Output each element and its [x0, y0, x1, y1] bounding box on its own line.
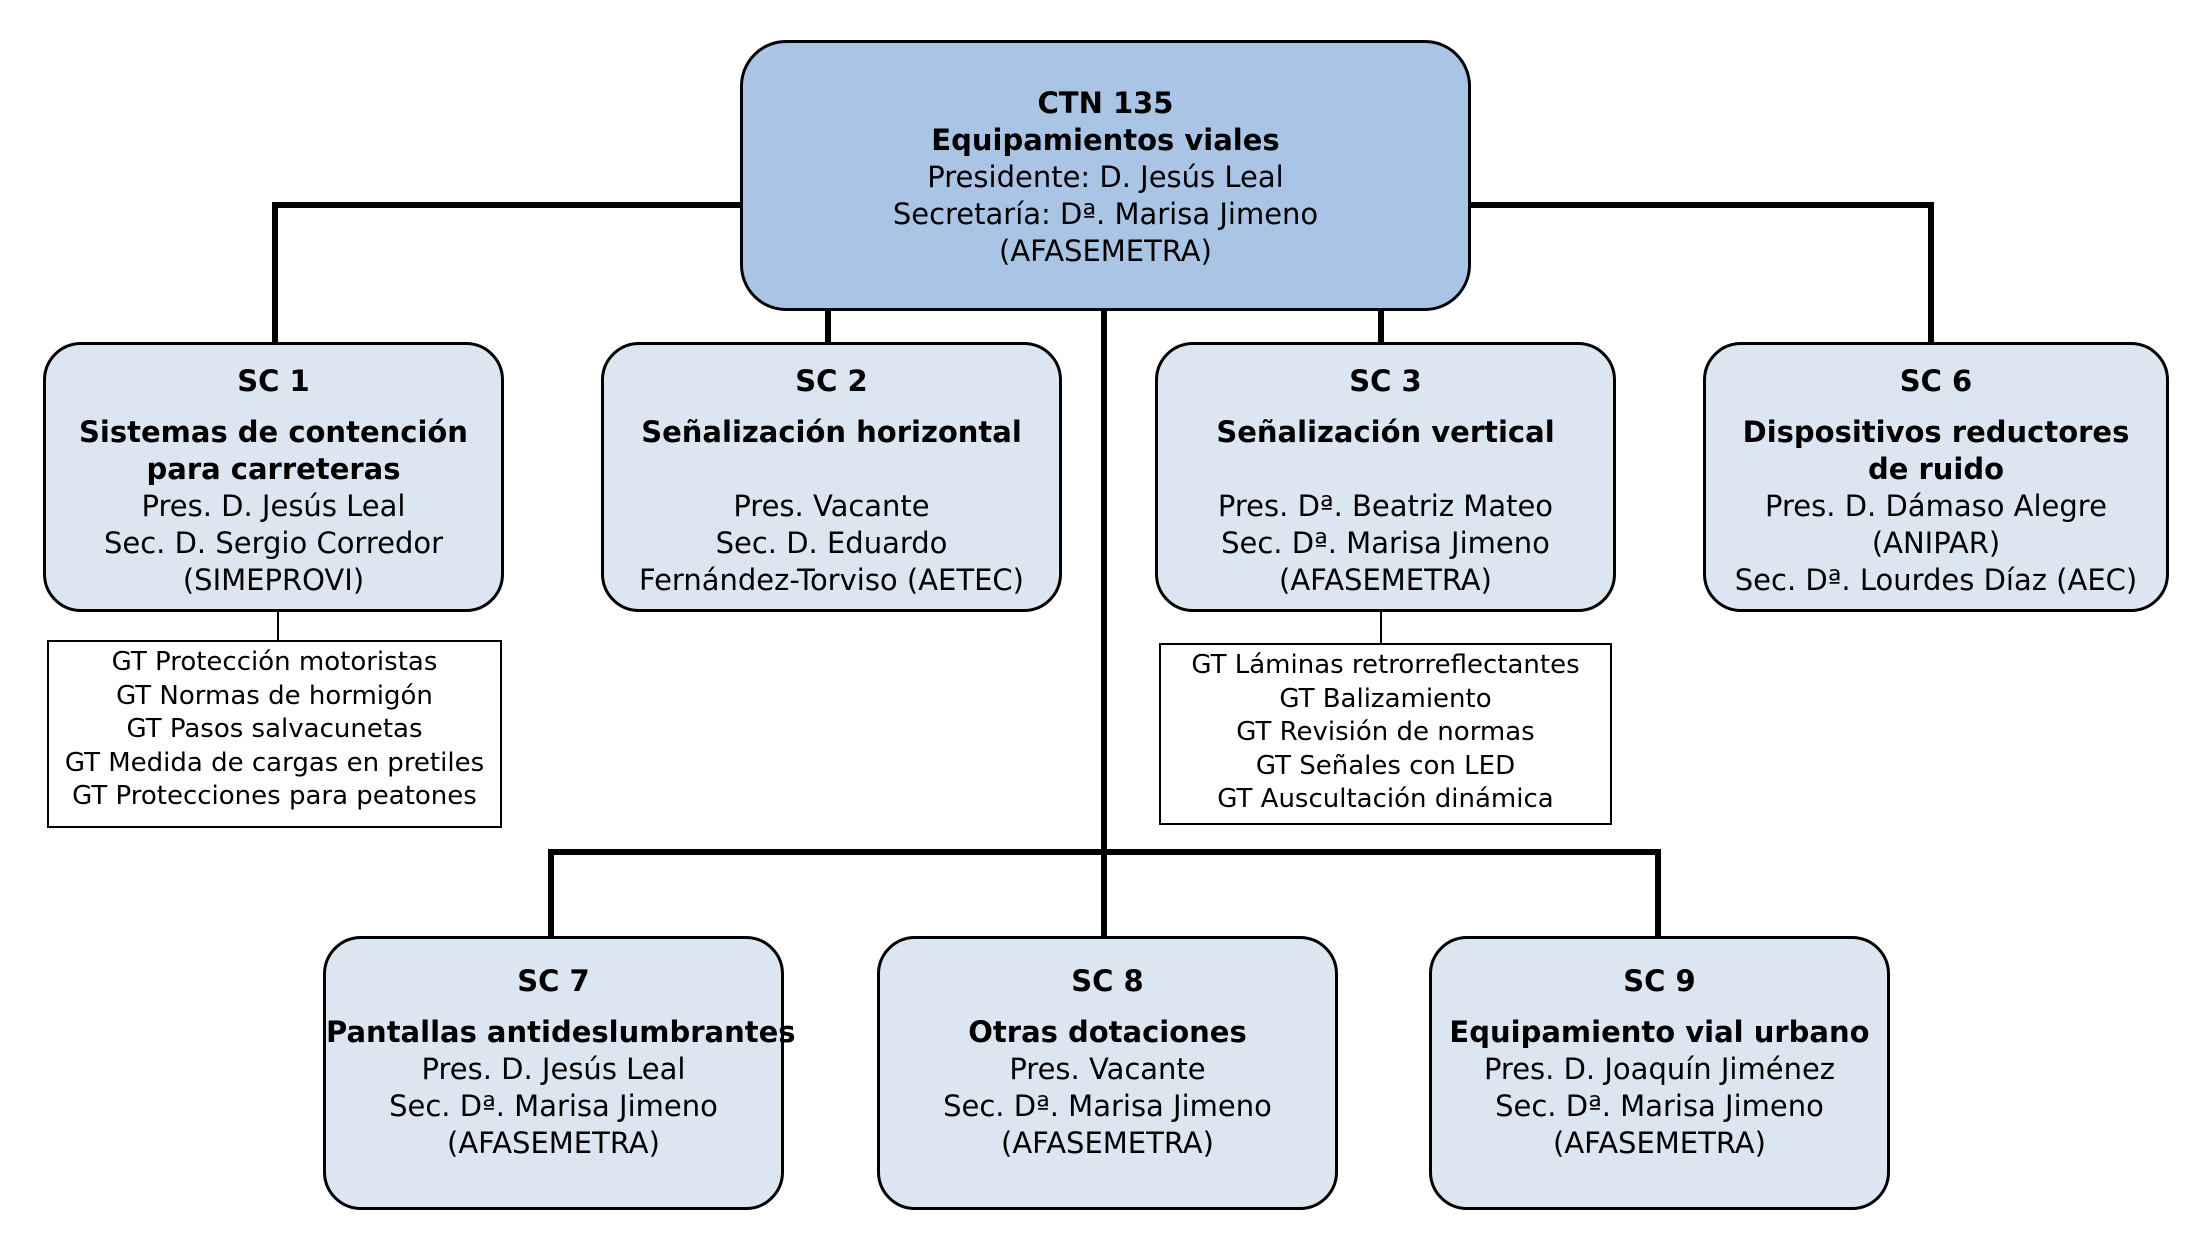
sc1-working-groups: GT Protección motoristas GT Normas de ho…	[47, 640, 502, 828]
sc3-name: Señalización vertical	[1216, 415, 1555, 449]
sc2-name-spacer	[604, 451, 1059, 488]
sc6-box: SC 6 Dispositivos reductores de ruido Pr…	[1703, 342, 2169, 612]
sc6-secretary: Sec. Dª. Lourdes Díaz (AEC)	[1734, 563, 2138, 597]
sc2-name: Señalización horizontal	[641, 415, 1022, 449]
sc9-code: SC 9	[1623, 964, 1696, 998]
root-secretary: Secretaría: Dª. Marisa Jimeno	[892, 197, 1319, 231]
sc6-org: (ANIPAR)	[1871, 526, 2001, 560]
sc8-box: SC 8 Otras dotaciones Pres. Vacante Sec.…	[877, 936, 1338, 1210]
sc1-org: (SIMEPROVI)	[182, 563, 365, 597]
connector-root-sc1	[272, 202, 748, 345]
sc3-secretary: Sec. Dª. Marisa Jimeno	[1221, 526, 1550, 560]
sc9-box: SC 9 Equipamiento vial urbano Pres. D. J…	[1429, 936, 1890, 1210]
sc3-gt-item: GT Balizamiento	[1279, 683, 1492, 714]
sc3-gt-item: GT Auscultación dinámica	[1217, 784, 1554, 814]
root-president: Presidente: D. Jesús Leal	[927, 160, 1284, 194]
sc8-org: (AFASEMETRA)	[1001, 1126, 1214, 1160]
root-org: (AFASEMETRA)	[999, 234, 1212, 268]
sc6-president: Pres. D. Dámaso Alegre	[1765, 489, 2107, 523]
sc3-box: SC 3 Señalización vertical Pres. Dª. Bea…	[1155, 342, 1616, 612]
sc1-gt-item: GT Pasos salvacunetas	[126, 714, 423, 744]
root-code: CTN 135	[1037, 86, 1174, 120]
sc1-name-line2: para carreteras	[146, 452, 401, 486]
sc1-secretary: Sec. D. Sergio Corredor	[103, 526, 444, 560]
sc3-working-groups: GT Láminas retrorreflectantes GT Balizam…	[1159, 643, 1612, 825]
sc1-president: Pres. D. Jesús Leal	[141, 489, 406, 523]
sc7-secretary: Sec. Dª. Marisa Jimeno	[389, 1089, 718, 1123]
connector-root-sc6	[1467, 202, 1934, 345]
sc6-name-line1: Dispositivos reductores	[1742, 415, 2130, 449]
sc2-secretary: Sec. D. Eduardo	[715, 526, 948, 560]
sc9-secretary: Sec. Dª. Marisa Jimeno	[1495, 1089, 1824, 1123]
ctn-root-box: CTN 135 Equipamientos viales Presidente:…	[740, 40, 1471, 311]
sc3-gt-item: GT Señales con LED	[1255, 750, 1516, 781]
sc3-name-spacer	[1158, 451, 1613, 488]
sc1-gt-item: GT Medida de cargas en pretiles	[64, 747, 485, 778]
sc3-code: SC 3	[1349, 364, 1422, 398]
root-name: Equipamientos viales	[931, 123, 1280, 157]
sc3-org: (AFASEMETRA)	[1279, 563, 1492, 597]
sc7-president: Pres. D. Jesús Leal	[421, 1052, 686, 1086]
sc2-secretary-cont: Fernández-Torviso (AETEC)	[639, 563, 1024, 597]
sc6-code: SC 6	[1899, 364, 1973, 398]
sc8-code: SC 8	[1071, 964, 1144, 998]
sc2-president: Pres. Vacante	[733, 489, 930, 523]
sc1-gt-item: GT Protecciones para peatones	[72, 781, 477, 811]
sc1-gt-item: GT Protección motoristas	[111, 647, 438, 677]
sc9-name: Equipamiento vial urbano	[1449, 1015, 1870, 1049]
sc8-secretary: Sec. Dª. Marisa Jimeno	[943, 1089, 1272, 1123]
sc1-box: SC 1 Sistemas de contención para carrete…	[43, 342, 504, 612]
sc7-org: (AFASEMETRA)	[447, 1126, 660, 1160]
sc6-name-line2: de ruido	[1867, 452, 2005, 486]
sc7-code: SC 7	[517, 964, 590, 998]
sc2-code: SC 2	[795, 364, 868, 398]
sc3-gt-item: GT Láminas retrorreflectantes	[1191, 650, 1580, 680]
sc1-name-line1: Sistemas de contención	[79, 415, 468, 449]
sc1-code: SC 1	[237, 364, 310, 398]
sc8-president: Pres. Vacante	[1009, 1052, 1206, 1086]
sc3-president: Pres. Dª. Beatriz Mateo	[1217, 489, 1554, 523]
sc3-gt-item: GT Revisión de normas	[1236, 717, 1535, 747]
sc7-name: Pantallas antideslumbrantes	[326, 1015, 796, 1049]
sc8-name: Otras dotaciones	[968, 1015, 1247, 1049]
sc9-org: (AFASEMETRA)	[1553, 1126, 1766, 1160]
sc2-box: SC 2 Señalización horizontal Pres. Vacan…	[601, 342, 1062, 612]
sc1-gt-item: GT Normas de hormigón	[116, 680, 433, 711]
sc9-president: Pres. D. Joaquín Jiménez	[1483, 1052, 1836, 1086]
sc7-box: SC 7 Pantallas antideslumbrantes Pres. D…	[323, 936, 796, 1210]
